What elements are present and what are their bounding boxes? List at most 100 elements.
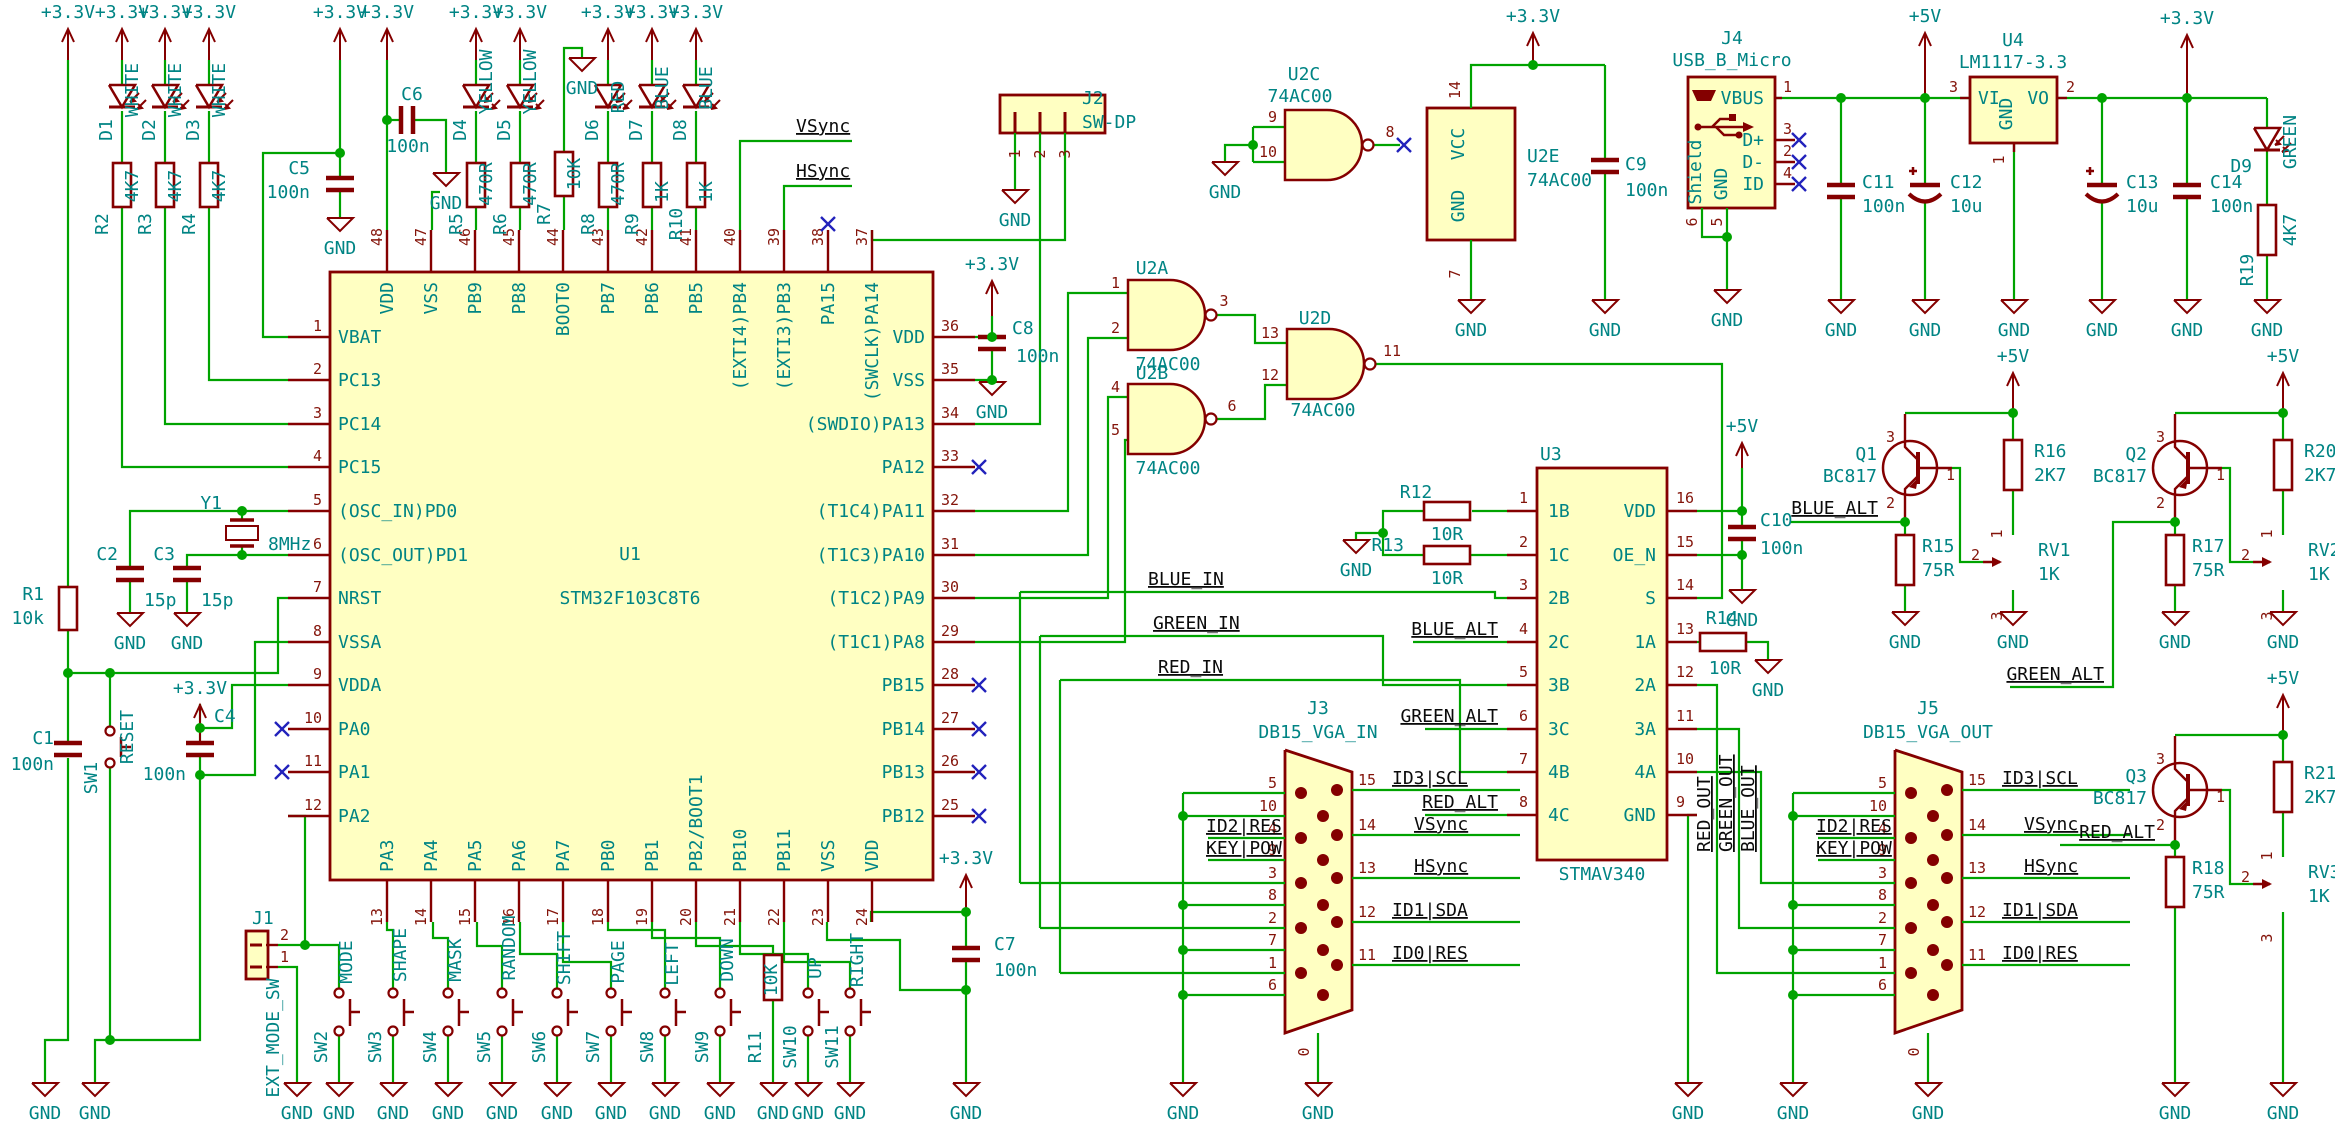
switch-contact[interactable] <box>387 1025 399 1037</box>
switch-contact[interactable] <box>714 1025 726 1037</box>
resistor[interactable] <box>2164 855 2186 909</box>
switch-contact[interactable] <box>551 987 563 999</box>
switch-contact[interactable] <box>333 987 345 999</box>
resistor[interactable] <box>2272 760 2294 814</box>
label: 75R <box>1922 560 1955 581</box>
gnd-label: GND <box>1912 1103 1945 1124</box>
wire <box>93 768 112 1083</box>
label: STMAV340 <box>1559 864 1646 885</box>
resistor[interactable] <box>1422 500 1472 522</box>
switch-contact[interactable] <box>387 987 399 999</box>
wire <box>431 922 450 988</box>
resistor[interactable] <box>685 161 707 209</box>
gnd-symbol <box>325 1082 355 1098</box>
switch-contact[interactable] <box>802 987 814 999</box>
wire <box>1700 208 1727 239</box>
connector-j2[interactable] <box>998 93 1107 135</box>
pin-number: 6 <box>1519 707 1528 725</box>
switch-contact[interactable] <box>659 1025 671 1037</box>
switch-contact[interactable] <box>844 987 856 999</box>
switch-contact[interactable] <box>496 1025 508 1037</box>
switch-contact[interactable] <box>104 757 116 769</box>
nand-gate[interactable] <box>1285 327 1366 401</box>
pin-number: 9 <box>1268 841 1277 859</box>
gnd-symbol <box>2173 299 2203 315</box>
usb-plug-icon <box>1692 90 1716 101</box>
label: BLUE_IN <box>1148 569 1224 590</box>
crystal[interactable] <box>225 525 259 541</box>
junction-dot <box>105 1035 115 1045</box>
resistor[interactable] <box>641 161 663 209</box>
resistor[interactable] <box>154 161 176 209</box>
gnd-symbol <box>326 217 356 233</box>
resistor[interactable] <box>465 161 487 209</box>
switch-contact[interactable] <box>605 1025 617 1037</box>
pin-name: PB0 <box>598 839 619 872</box>
resistor[interactable] <box>2164 533 2186 587</box>
label: R19 <box>2237 254 2258 287</box>
wire <box>110 775 202 1042</box>
resistor[interactable] <box>198 161 220 209</box>
gnd-label: GND <box>1455 320 1488 341</box>
switch-contact[interactable] <box>104 725 116 737</box>
wire <box>2222 466 2253 564</box>
switch-contact[interactable] <box>605 987 617 999</box>
switch-contact[interactable] <box>659 987 671 999</box>
switch-contact[interactable] <box>714 987 726 999</box>
resistor[interactable] <box>2256 203 2278 257</box>
no-connect-icon <box>1791 132 1807 148</box>
pin-number: 1 <box>1519 489 1528 507</box>
nand-gate[interactable] <box>1126 382 1207 456</box>
junction-dot <box>237 550 247 560</box>
ic-u4[interactable] <box>1968 75 2059 145</box>
pin-name: PB13 <box>882 762 925 783</box>
resistor[interactable] <box>1422 544 1472 566</box>
resistor[interactable] <box>1698 631 1748 653</box>
pin-name: PA1 <box>338 762 371 783</box>
pin-name: 2A <box>1634 675 1656 696</box>
gnd-label: GND <box>1340 560 1373 581</box>
gnd-symbol <box>1914 1082 1944 1098</box>
resistor[interactable] <box>111 161 133 209</box>
resistor[interactable] <box>762 953 784 1002</box>
label: RV3 <box>2308 862 2335 883</box>
label: J4 <box>1721 28 1743 49</box>
resistor[interactable] <box>2272 438 2294 492</box>
switch-contact[interactable] <box>496 987 508 999</box>
pin-number: 20 <box>677 908 695 926</box>
power-label: +3.3V <box>939 848 993 869</box>
switch-contact[interactable] <box>442 1025 454 1037</box>
gnd-label: GND <box>114 633 147 654</box>
pin-number: 8 <box>1878 886 1887 904</box>
junction-dot <box>1788 811 1798 821</box>
resistor[interactable] <box>57 585 79 632</box>
switch-contact[interactable] <box>551 1025 563 1037</box>
nand-gate[interactable] <box>1283 108 1364 182</box>
connector-j1[interactable] <box>244 929 270 981</box>
switch-contact[interactable] <box>844 1025 856 1037</box>
resistor[interactable] <box>509 161 531 209</box>
resistor[interactable] <box>597 161 619 209</box>
pin-number: 9 <box>1676 793 1685 811</box>
pin-number: 3 <box>313 404 322 422</box>
resistor[interactable] <box>1894 533 1916 587</box>
dsub-pin <box>1905 832 1917 844</box>
nand-gate[interactable] <box>1126 278 1207 352</box>
switch-contact[interactable] <box>333 1025 345 1037</box>
ic-u3[interactable] <box>1535 466 1669 862</box>
usb-trident-icon <box>1743 122 1754 132</box>
ic-u1[interactable] <box>328 270 935 882</box>
switch-contact[interactable] <box>802 1025 814 1037</box>
switch-contact[interactable] <box>442 987 454 999</box>
pin-number: 13 <box>1968 859 1986 877</box>
label: 11 <box>1383 342 1401 360</box>
power-label: +5V <box>2267 346 2300 367</box>
wire <box>975 291 1128 513</box>
resistor[interactable] <box>2002 438 2024 492</box>
led-arrow <box>527 92 538 103</box>
junction-dot <box>2278 408 2288 418</box>
transistor <box>2173 414 2189 461</box>
resistor[interactable] <box>553 150 575 198</box>
ic-u2e[interactable] <box>1425 106 1517 242</box>
label: 100n <box>1862 196 1905 217</box>
